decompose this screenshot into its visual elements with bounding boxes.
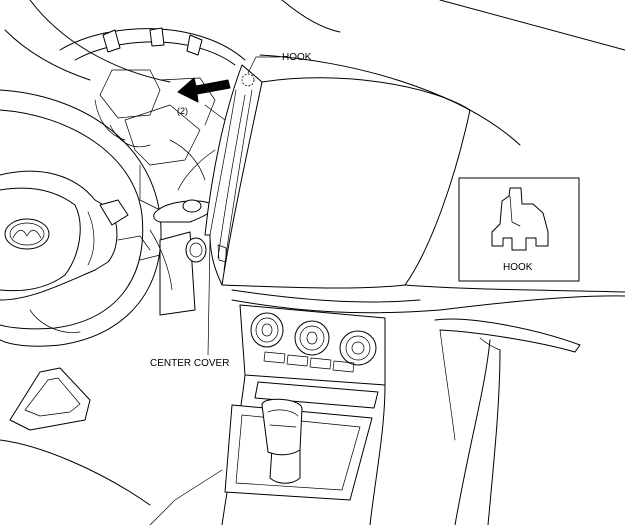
steering-wheel (0, 89, 162, 347)
center-console (149, 374, 386, 525)
dashboard-upper (221, 77, 625, 314)
hook-callout: HOOK (247, 52, 312, 74)
windshield-lines (4, 0, 625, 146)
center-cover-callout: CENTER COVER (150, 239, 229, 369)
inset-hook-label: HOOK (503, 262, 533, 273)
hazard-switch-row (263, 351, 355, 373)
passenger-dash (434, 318, 581, 525)
vent-right (339, 330, 377, 366)
floor-pedal (0, 367, 151, 506)
vent-center (294, 320, 330, 356)
vent-left (250, 312, 284, 348)
step-number-label: (2) (177, 106, 188, 116)
removal-arrow: (2) (177, 77, 231, 116)
hook-shape-icon (491, 187, 549, 251)
hook-callout-label: HOOK (282, 52, 312, 63)
steering-column (99, 199, 213, 316)
hook-detail-inset: HOOK (458, 177, 580, 282)
mazda-emblem-icon (4, 218, 50, 250)
hook-marker (241, 73, 255, 87)
gear-shifter (261, 398, 303, 484)
center-vents (239, 304, 386, 386)
center-cover-label: CENTER COVER (150, 358, 229, 369)
center-cover (177, 64, 263, 286)
